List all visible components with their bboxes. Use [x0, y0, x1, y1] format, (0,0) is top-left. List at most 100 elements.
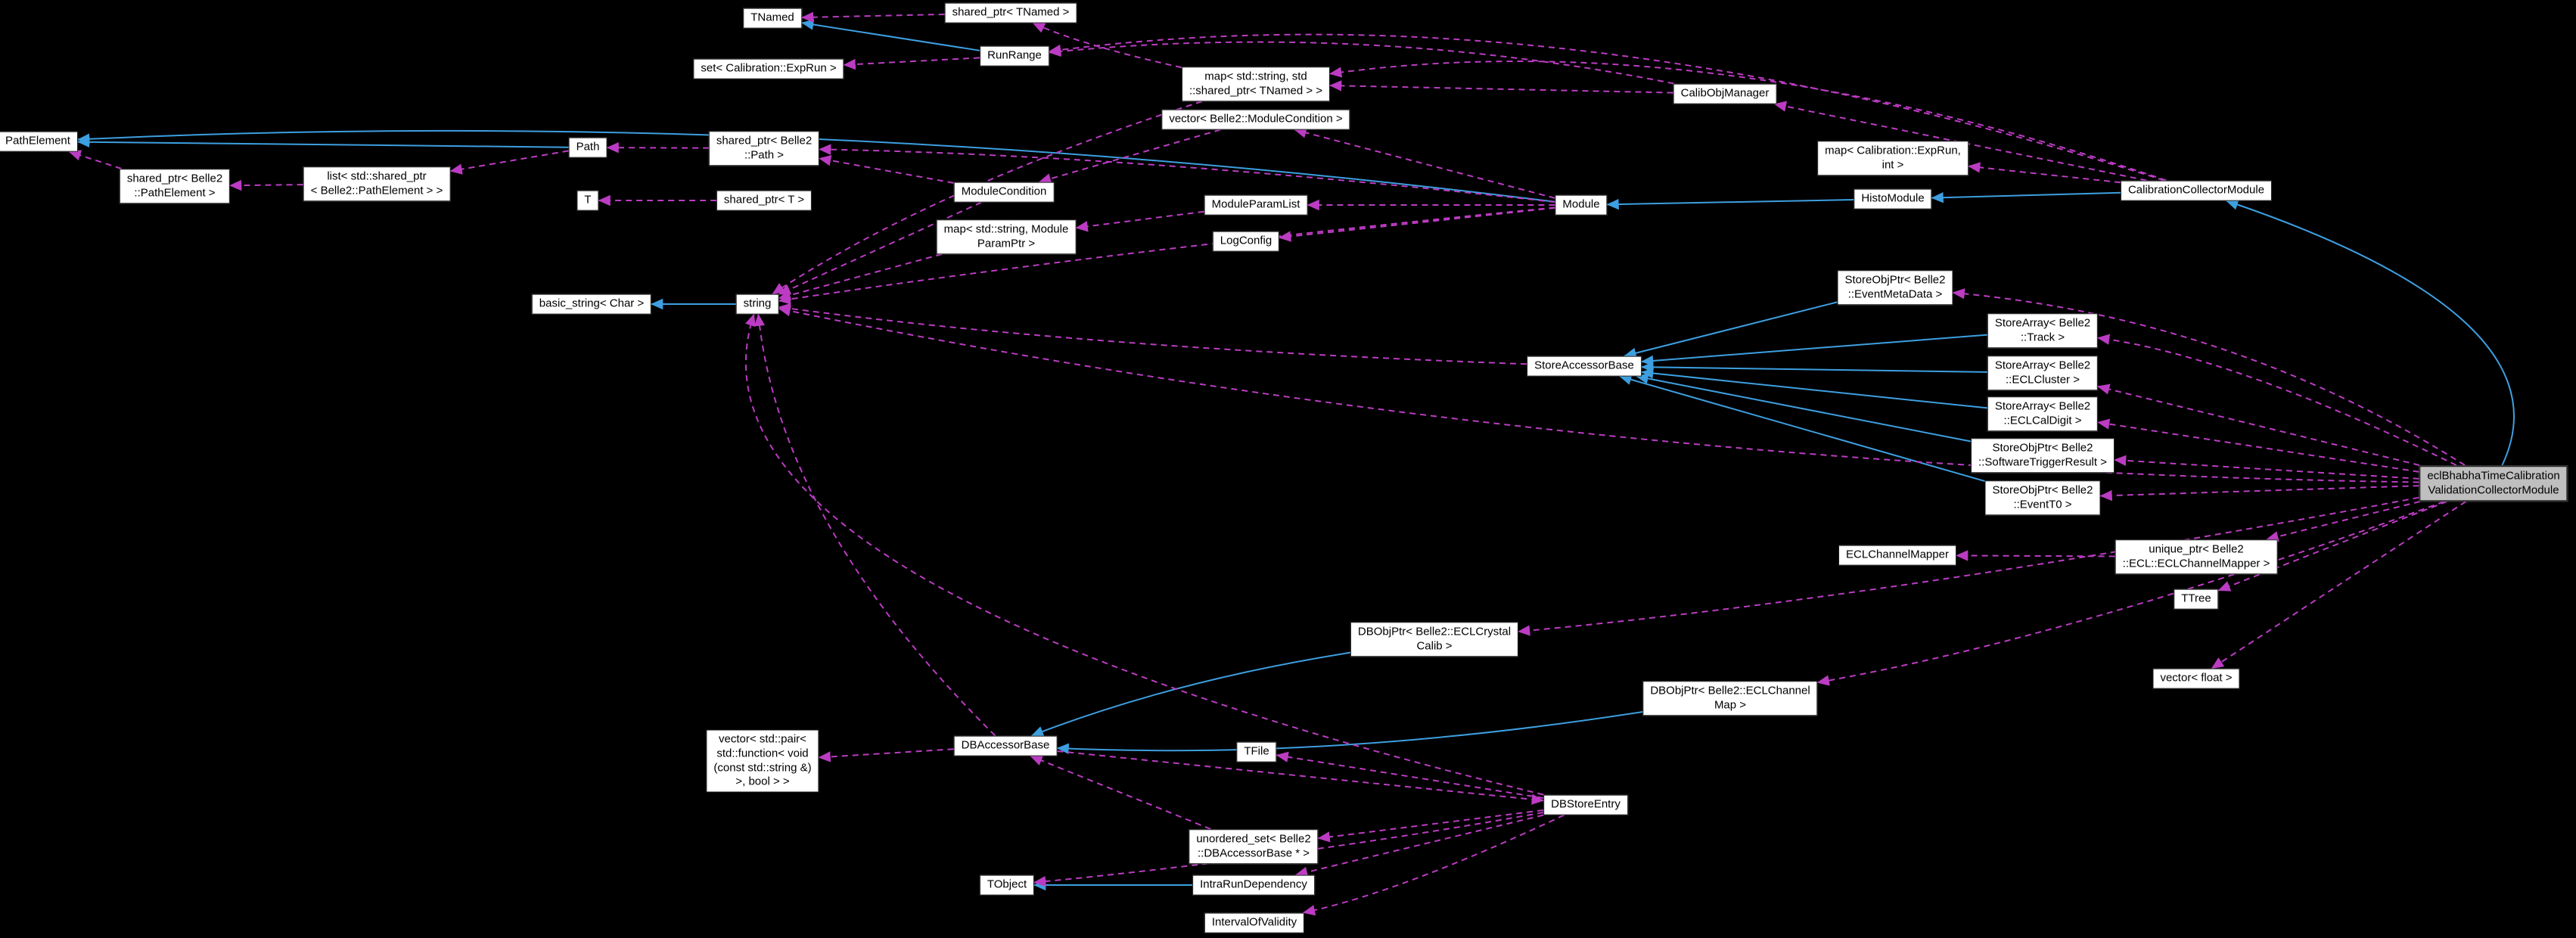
edge-ecl-sa_eclcluster	[2097, 384, 2420, 466]
node-dbaccessor[interactable]: DBAccessorBase	[953, 735, 1058, 756]
node-tnamed[interactable]: TNamed	[743, 8, 802, 29]
edge-path-list_pathel	[449, 150, 569, 175]
node-label: IntervalOfValidity	[1211, 915, 1297, 929]
node-label: vector< Belle2::ModuleCondition >	[1169, 112, 1343, 126]
node-dbo_chmap[interactable]: DBObjPtr< Belle2::ECLChannel Map >	[1642, 681, 1818, 716]
edge-histomodule-module	[1606, 198, 1854, 210]
node-sa_eclcluster[interactable]: StoreArray< Belle2 ::ECLCluster >	[1987, 356, 2099, 390]
edge-calibcoll-runrange	[1049, 33, 2164, 182]
node-label: PathElement	[5, 134, 70, 148]
node-path[interactable]: Path	[568, 137, 607, 158]
node-histomodule[interactable]: HistoModule	[1854, 188, 1932, 210]
node-sptr_path[interactable]: shared_ptr< Belle2 ::Path >	[708, 131, 820, 166]
edge-ecl-vec_float	[2211, 501, 2466, 669]
node-module[interactable]: Module	[1555, 194, 1608, 216]
node-label: CalibObjManager	[1680, 86, 1770, 100]
node-map_exprun_int[interactable]: map< Calibration::ExpRun, int >	[1817, 141, 1969, 175]
node-tfile[interactable]: TFile	[1236, 741, 1277, 763]
edge-module-sptr_path	[819, 144, 1555, 203]
edge-ecl-string	[778, 305, 2419, 483]
edge-module-logconfig	[1279, 207, 1555, 242]
edge-calibcoll-map_tnamed	[1329, 61, 2167, 182]
node-modcond[interactable]: ModuleCondition	[953, 182, 1055, 203]
node-sop_swtr[interactable]: StoreObjPtr< Belle2 ::SoftwareTriggerRes…	[1971, 438, 2115, 473]
node-label: CalibrationCollectorModule	[2127, 183, 2265, 197]
edge-dbstoreentry-intrarun	[1295, 814, 1544, 877]
node-label: HistoModule	[1861, 191, 1925, 205]
node-logconfig[interactable]: LogConfig	[1212, 231, 1280, 252]
node-label: DBObjPtr< Belle2::ECLChannel Map >	[1650, 684, 1810, 711]
node-basicstring[interactable]: basic_string< Char >	[531, 294, 652, 315]
node-dbstoreentry[interactable]: DBStoreEntry	[1543, 794, 1628, 815]
node-vec_float[interactable]: vector< float >	[2152, 668, 2240, 689]
node-ecl: eclBhabhaTimeCalibration ValidationColle…	[2419, 465, 2568, 502]
edge-ecl-sa_eclcaldigit	[2097, 418, 2419, 473]
edge-ecl-sa_track	[2097, 334, 2457, 466]
node-storeaccessor[interactable]: StoreAccessorBase	[1527, 356, 1642, 377]
node-label: map< Calibration::ExpRun, int >	[1825, 144, 1961, 171]
node-label: TObject	[987, 877, 1027, 891]
node-calibobjmgr[interactable]: CalibObjManager	[1673, 83, 1777, 104]
node-list_pathel[interactable]: list< std::shared_ptr < Belle2::PathElem…	[303, 166, 451, 201]
edge-calibobjmgr-runrange	[1049, 41, 1674, 85]
edge-calibobjmgr-map_tnamed	[1329, 80, 1673, 94]
node-label: set< Calibration::ExpRun >	[701, 61, 837, 75]
edge-map_mpp-string	[778, 253, 943, 301]
node-map_mpp[interactable]: map< std::string, Module ParamPtr >	[936, 219, 1077, 254]
node-eclchmapper[interactable]: ECLChannelMapper	[1838, 545, 1956, 566]
node-label: TFile	[1244, 744, 1269, 758]
node-modparamlist[interactable]: ModuleParamList	[1204, 194, 1308, 216]
node-tobject[interactable]: TObject	[979, 874, 1035, 896]
edge-runrange-set_exprun	[843, 57, 980, 70]
node-label: StoreObjPtr< Belle2 ::EventMetaData >	[1844, 273, 1946, 300]
edge-dbaccessor-string	[754, 313, 996, 737]
node-string[interactable]: string	[735, 294, 779, 315]
node-iov[interactable]: IntervalOfValidity	[1204, 912, 1305, 933]
node-sa_eclcaldigit[interactable]: StoreArray< Belle2 ::ECLCalDigit >	[1987, 396, 2099, 431]
edge-storeaccessor-string	[778, 303, 1527, 365]
node-ttree[interactable]: TTree	[2174, 589, 2219, 610]
node-label: StoreArray< Belle2 ::ECLCalDigit >	[1994, 399, 2091, 427]
node-set_exprun[interactable]: set< Calibration::ExpRun >	[693, 58, 844, 79]
node-vec_modcond[interactable]: vector< Belle2::ModuleCondition >	[1161, 109, 1350, 130]
node-label: unique_ptr< Belle2 ::ECL::ECLChannelMapp…	[2122, 542, 2270, 570]
node-sptr_pathel[interactable]: shared_ptr< Belle2 ::PathElement >	[119, 169, 231, 203]
node-vec_pair[interactable]: vector< std::pair< std::function< void (…	[706, 729, 819, 793]
edge-dbaccessor-dbstoreentry	[1057, 750, 1544, 805]
node-uset_dba[interactable]: unordered_set< Belle2 ::DBAccessorBase *…	[1189, 829, 1319, 864]
node-label: StoreArray< Belle2 ::Track >	[1994, 316, 2091, 343]
node-label: list< std::shared_ptr < Belle2::PathElem…	[310, 169, 443, 197]
node-intrarun[interactable]: IntraRunDependency	[1192, 874, 1315, 896]
node-sptr_t[interactable]: shared_ptr< T >	[716, 190, 813, 211]
node-calibcoll[interactable]: CalibrationCollectorModule	[2120, 180, 2273, 201]
edge-sptr_tnamed-tnamed	[801, 11, 945, 23]
edge-calibcoll-histomodule	[1931, 191, 2121, 203]
edge-modparamlist-map_mpp	[1075, 210, 1204, 232]
edge-dbstoreentry-uset_dba	[1317, 809, 1544, 843]
node-t[interactable]: T	[576, 190, 599, 211]
node-runrange[interactable]: RunRange	[980, 45, 1049, 67]
node-label: basic_string< Char >	[539, 297, 645, 310]
edge-module-vec_modcond	[1294, 127, 1555, 199]
node-sa_track[interactable]: StoreArray< Belle2 ::Track >	[1987, 313, 2099, 348]
node-label: IntraRunDependency	[1200, 877, 1307, 891]
edge-sptr_pathel-pathelement	[68, 150, 122, 169]
node-label: string	[743, 297, 772, 310]
node-label: TNamed	[750, 11, 794, 24]
edge-vec_modcond-modcond	[1038, 129, 1221, 185]
node-label: StoreAccessorBase	[1534, 359, 1634, 372]
edge-sop_swtr-storeaccessor	[1636, 373, 1972, 443]
node-dbo_crystal[interactable]: DBObjPtr< Belle2::ECLCrystal Calib >	[1350, 622, 1519, 657]
node-up_chmapper[interactable]: unique_ptr< Belle2 ::ECL::ECLChannelMapp…	[2115, 539, 2278, 574]
node-label: ModuleParamList	[1211, 197, 1300, 211]
node-map_tnamed[interactable]: map< std::string, std ::shared_ptr< TNam…	[1181, 67, 1331, 101]
edge-sa_eclcluster-storeaccessor	[1641, 362, 1988, 373]
node-sop_eventt0[interactable]: StoreObjPtr< Belle2 ::EventT0 >	[1984, 480, 2101, 515]
node-sop_emd[interactable]: StoreObjPtr< Belle2 ::EventMetaData >	[1837, 270, 1953, 305]
node-label: Module	[1562, 197, 1600, 211]
edge-sa_track-storeaccessor	[1641, 334, 1988, 367]
node-pathelement[interactable]: PathElement	[0, 131, 78, 152]
node-label: eclBhabhaTimeCalibration ValidationColle…	[2427, 469, 2560, 496]
node-sptr_tnamed[interactable]: shared_ptr< TNamed >	[944, 2, 1077, 23]
